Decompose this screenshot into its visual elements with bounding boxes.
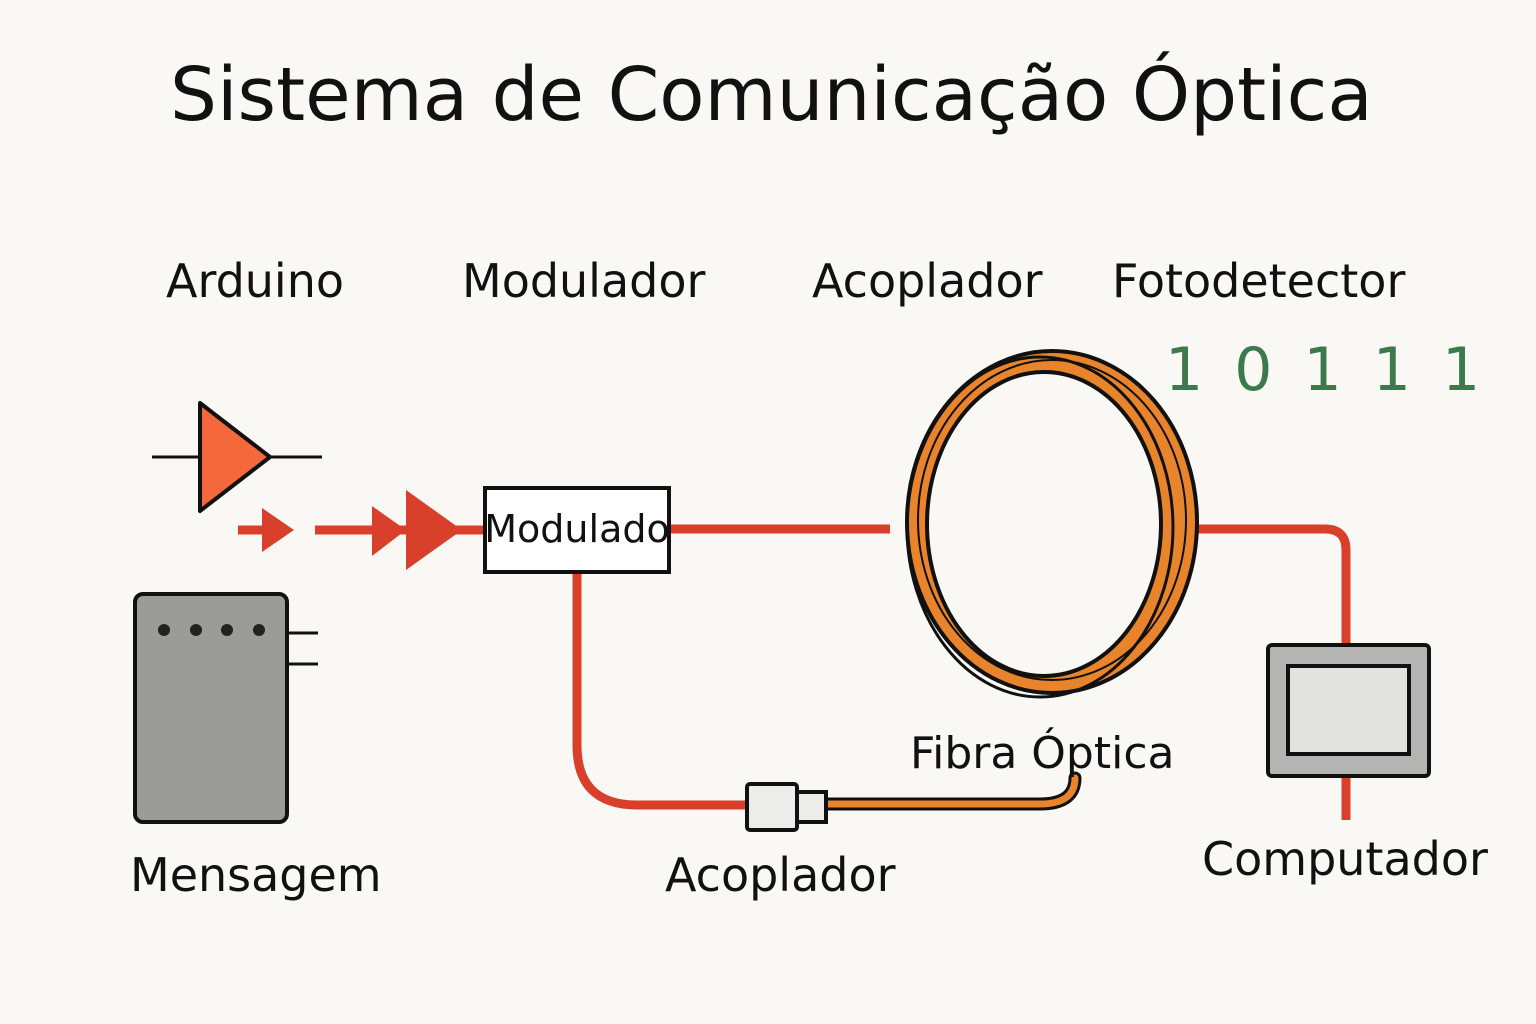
amplifier-icon (152, 401, 322, 513)
modulator-label: Modulador (462, 254, 706, 308)
computer-label: Computador (1202, 832, 1488, 886)
fiber-label: Fibra Óptica (910, 728, 1175, 779)
fiber-tail (819, 771, 1082, 811)
message-device-icon (133, 592, 318, 824)
signal-line-coil-computer (1185, 524, 1351, 645)
signal-arrows (238, 490, 485, 570)
page-title: Sistema de Comunicação Óptica (170, 52, 1373, 138)
modulator-box-text: Modulado (484, 507, 670, 551)
computer-icon (1266, 643, 1431, 778)
arduino-label: Arduino (166, 254, 345, 308)
photodetector-label: Fotodetector (1112, 254, 1406, 308)
signal-line-mod-coupler (572, 572, 748, 810)
fiber-coil-icon (905, 349, 1199, 699)
coupler-label-bottom: Acoplador (665, 848, 896, 902)
modulator-box (483, 486, 671, 574)
coupler-icon (745, 782, 828, 832)
binary-bits: 1 0 1 1 1 (1165, 335, 1487, 405)
message-label: Mensagem (130, 848, 382, 902)
coupler-label-top: Acoplador (812, 254, 1043, 308)
